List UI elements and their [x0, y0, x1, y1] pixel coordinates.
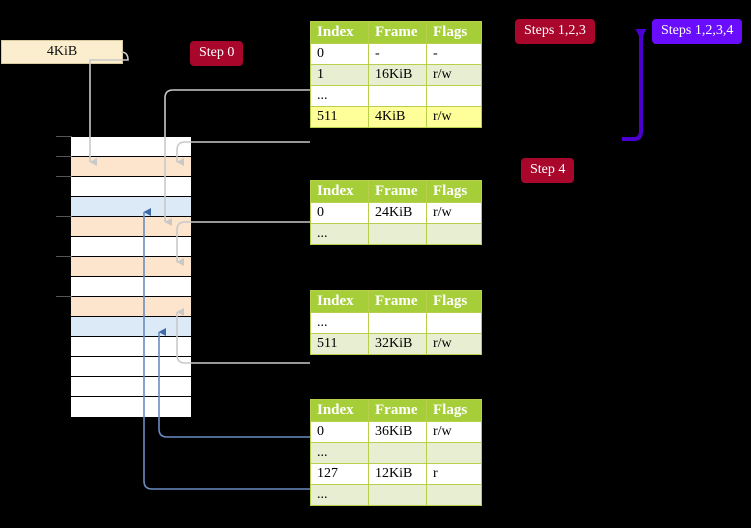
table-row: ... — [310, 442, 482, 464]
memory-frame-row — [71, 397, 191, 417]
steps-123-badge: Steps 1,2,3 — [515, 19, 595, 44]
memory-frame-row — [71, 337, 191, 357]
memory-scale-tick — [56, 256, 72, 257]
table-row: 0-- — [310, 43, 482, 65]
memory-scale-tick — [56, 176, 72, 177]
cell-flags — [426, 442, 482, 464]
memory-frame-row — [71, 377, 191, 397]
cell-frame — [368, 223, 427, 245]
cell-flags — [426, 312, 482, 334]
cell-frame — [368, 442, 427, 464]
cell-index: 0 — [310, 202, 369, 224]
cell-flags: r — [426, 463, 482, 485]
cell-index: 127 — [310, 463, 369, 485]
cell-flags: - — [426, 43, 482, 65]
cell-index: 511 — [310, 106, 369, 128]
cell-frame: 12KiB — [368, 463, 427, 485]
step-0-badge: Step 0 — [190, 41, 244, 66]
cell-frame: - — [368, 43, 427, 65]
column-header-frame: Frame — [368, 180, 427, 203]
cell-index: ... — [310, 484, 369, 506]
cell-index: ... — [310, 85, 369, 107]
memory-frame-row — [71, 237, 191, 257]
table-row: ... — [310, 223, 482, 245]
column-header-flags: Flags — [426, 21, 482, 44]
step-4-badge: Step 4 — [521, 158, 575, 183]
cell-frame: 4KiB — [368, 106, 427, 128]
frame-size-box: 4KiB — [1, 40, 123, 64]
cell-frame — [368, 484, 427, 506]
column-header-index: Index — [310, 399, 369, 422]
memory-frame-row — [71, 297, 191, 317]
cell-index: ... — [310, 223, 369, 245]
cell-index: 0 — [310, 421, 369, 443]
column-header-index: Index — [310, 290, 369, 313]
column-header-index: Index — [310, 180, 369, 203]
memory-frame-row — [71, 357, 191, 377]
memory-scale-tick — [56, 136, 72, 137]
cell-flags: r/w — [426, 333, 482, 355]
physical-memory-column — [70, 136, 191, 417]
cell-flags: r/w — [426, 106, 482, 128]
memory-scale-tick — [56, 296, 72, 297]
table-row: ... — [310, 484, 482, 506]
cell-frame: 36KiB — [368, 421, 427, 443]
cell-frame — [368, 312, 427, 334]
memory-frame-row — [71, 257, 191, 277]
memory-frame-row — [71, 317, 191, 337]
cell-flags — [426, 484, 482, 506]
column-header-index: Index — [310, 21, 369, 44]
table-row: ... — [310, 85, 482, 107]
column-header-flags: Flags — [426, 180, 482, 203]
cell-index: 511 — [310, 333, 369, 355]
cell-flags: r/w — [426, 202, 482, 224]
cell-frame: 16KiB — [368, 64, 427, 86]
steps-1234-badge: Steps 1,2,3,4 — [652, 19, 743, 44]
column-header-frame: Frame — [368, 399, 427, 422]
memory-frame-row — [71, 137, 191, 157]
memory-scale-tick — [56, 156, 72, 157]
cell-frame: 24KiB — [368, 202, 427, 224]
cell-frame — [368, 85, 427, 107]
cell-flags — [426, 223, 482, 245]
cell-index: 0 — [310, 43, 369, 65]
cell-index: ... — [310, 442, 369, 464]
cell-index: ... — [310, 312, 369, 334]
memory-frame-row — [71, 157, 191, 177]
table-row: ... — [310, 312, 482, 334]
cell-flags: r/w — [426, 64, 482, 86]
column-header-frame: Frame — [368, 21, 427, 44]
memory-frame-row — [71, 217, 191, 237]
memory-scale-tick — [56, 216, 72, 217]
cell-index: 1 — [310, 64, 369, 86]
column-header-flags: Flags — [426, 399, 482, 422]
cell-frame: 32KiB — [368, 333, 427, 355]
memory-frame-row — [71, 197, 191, 217]
column-header-flags: Flags — [426, 290, 482, 313]
memory-frame-row — [71, 177, 191, 197]
memory-frame-row — [71, 277, 191, 297]
cell-flags: r/w — [426, 421, 482, 443]
cell-flags — [426, 85, 482, 107]
column-header-frame: Frame — [368, 290, 427, 313]
